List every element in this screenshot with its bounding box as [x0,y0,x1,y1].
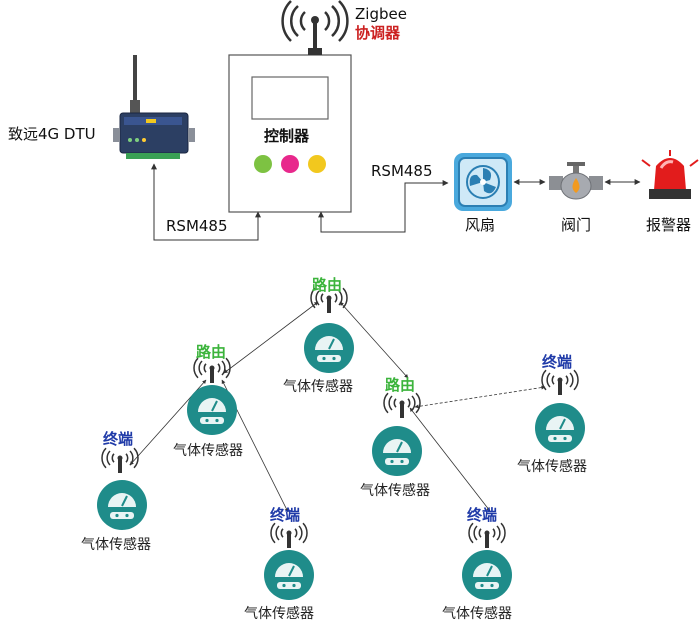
router-top-gas-sensor-icon [304,323,354,373]
rsm-right-label: RSM485 [371,162,433,180]
sensor-label-2: 气体传感器 [173,443,243,459]
led-green [254,155,272,173]
terminal-label-4: 终端 [467,506,498,524]
terminal-4-gas-sensor-icon [462,550,512,600]
led-magenta [281,155,299,173]
terminal-label-3: 终端 [542,353,573,371]
led-yellow [308,155,326,173]
terminal-1-gas-sensor-icon [97,480,147,530]
dtu-label: 致远4G DTU [8,125,96,143]
fan-label: 风扇 [465,216,496,234]
sensor-label-6: 气体传感器 [244,606,314,622]
controller-label: 控制器 [264,127,310,145]
coordinator-label: 协调器 [355,24,401,42]
dtu-device-icon [113,55,195,159]
sensor-label-7: 气体传感器 [442,606,512,622]
terminal-2-antenna-icon [270,522,308,548]
controller-screen [251,76,329,120]
terminal-3-antenna-icon [541,369,579,395]
sensor-label-1: 气体传感器 [283,379,353,395]
terminal-label-1: 终端 [103,430,134,448]
router-label-top: 路由 [312,276,343,294]
sensor-nodes [97,287,585,600]
terminal-3-gas-sensor-icon [535,403,585,453]
network-links [129,301,546,513]
rsm-link-left [151,163,261,241]
router-left-antenna-icon [193,357,231,383]
fan-icon [454,153,512,211]
router-label-right: 路由 [385,376,416,394]
sensor-label-5: 气体传感器 [81,537,151,553]
router-right-antenna-icon [383,392,421,418]
router-label-left: 路由 [196,343,227,361]
rsm-link-right [318,180,449,233]
terminal-2-gas-sensor-icon [264,550,314,600]
rsm-left-label: RSM485 [166,217,228,235]
terminal-1-antenna-icon [101,447,139,473]
terminal-label-2: 终端 [270,506,301,524]
alarm-label: 报警器 [646,216,692,234]
valve-icon [549,162,603,200]
valve-label: 阀门 [561,216,592,234]
sensor-label-4: 气体传感器 [517,459,587,475]
router-top-antenna-icon [310,287,348,313]
zigbee-label: Zigbee [355,5,407,23]
zigbee-antenna-icon [281,0,349,55]
terminal-4-antenna-icon [468,522,506,548]
alarm-icon [641,150,699,199]
router-left-gas-sensor-icon [187,385,237,435]
sensor-label-3: 气体传感器 [360,483,430,499]
router-right-gas-sensor-icon [372,426,422,476]
